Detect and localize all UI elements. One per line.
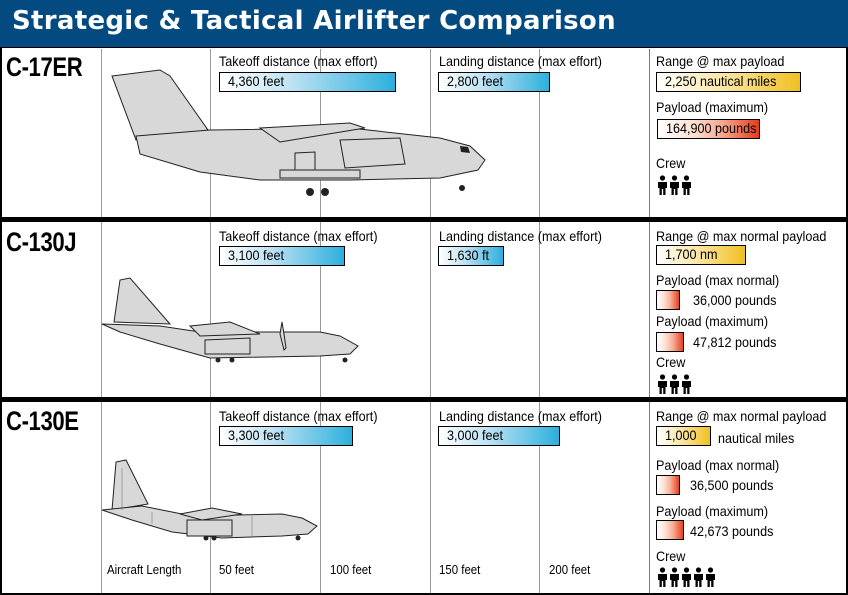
landing-label: Landing distance (max effort) [439,53,602,69]
takeoff-bar: 3,100 feet [219,246,345,266]
length-tick: 200 feet [549,562,591,577]
aircraft-name: C-130J [6,227,77,257]
payload-max-value: 47,812 pounds [693,334,777,350]
payload-normal-swatch [656,475,680,495]
person-icon [670,175,679,195]
takeoff-label: Takeoff distance (max effort) [219,408,378,424]
crew-label: Crew [656,548,686,564]
landing-value: 3,000 feet [447,427,504,443]
payload-max-label: Payload (maximum) [656,313,769,329]
payload-normal-label: Payload (max normal) [656,272,780,288]
grid-line-200ft [539,49,540,593]
landing-bar: 2,800 feet [438,72,550,92]
takeoff-value: 3,100 feet [228,247,285,263]
payload-normal-value: 36,500 pounds [690,477,774,493]
range-bar: 2,250 nautical miles [656,72,801,92]
takeoff-label: Takeoff distance (max effort) [219,228,378,244]
payload-max-label: Payload (maximum) [656,99,769,115]
takeoff-value: 3,300 feet [228,427,285,443]
grid-line-origin [101,49,102,593]
grid-line-50ft [210,49,211,593]
range-label: Range @ max normal payload [656,408,827,424]
c17-aircraft-icon [111,69,486,196]
range-value: 1,700 nm [665,246,718,262]
stats-column-divider [649,49,650,593]
range-label: Range @ max normal payload [656,228,827,244]
crew-icons [657,175,692,195]
length-scale-label: Aircraft Length [107,562,182,577]
person-icon [658,567,667,587]
person-icon [682,567,691,587]
range-value: 2,250 nautical miles [665,73,777,89]
payload-max-swatch [656,332,684,352]
page-title: Strategic & Tactical Airlifter Compariso… [12,6,616,36]
person-icon [694,567,703,587]
landing-label: Landing distance (max effort) [439,228,602,244]
range-bar: 1,000 [656,426,711,446]
aircraft-name: C-17ER [6,52,83,82]
landing-bar: 3,000 feet [438,426,560,446]
c130j-aircraft-icon [101,277,359,363]
range-bar: 1,700 nm [656,245,746,265]
crew-label: Crew [656,155,686,171]
payload-normal-label: Payload (max normal) [656,457,780,473]
takeoff-bar: 3,300 feet [219,426,353,446]
person-icon [658,374,667,394]
payload-max-bar: 164,900 pounds [657,119,760,139]
person-icon [658,175,667,195]
length-tick: 50 feet [219,562,254,577]
crew-icons [657,567,716,587]
range-label: Range @ max payload [656,53,785,69]
person-icon [682,374,691,394]
landing-value: 2,800 feet [447,73,504,89]
takeoff-label: Takeoff distance (max effort) [219,53,378,69]
section-divider [0,217,848,222]
payload-max-label: Payload (maximum) [656,503,769,519]
crew-icons [657,374,692,394]
payload-normal-swatch [656,290,680,310]
person-icon [670,567,679,587]
payload-max-value: 164,900 pounds [666,120,757,136]
landing-label: Landing distance (max effort) [439,408,602,424]
payload-max-value: 42,673 pounds [690,523,774,539]
range-value: 1,000 [665,427,697,443]
title-bar: Strategic & Tactical Airlifter Compariso… [0,0,848,48]
length-tick: 150 feet [439,562,481,577]
landing-value: 1,630 ft [447,247,490,263]
range-unit: nautical miles [718,430,795,446]
grid-line-100ft [320,49,321,593]
takeoff-value: 4,360 feet [228,73,285,89]
grid-line-150ft [430,49,431,593]
c130e-aircraft-icon [101,459,318,541]
aircraft-name: C-130E [6,406,79,436]
payload-normal-value: 36,000 pounds [693,292,777,308]
crew-label: Crew [656,354,686,370]
payload-max-swatch [656,520,684,540]
section-divider [0,397,848,402]
person-icon [670,374,679,394]
takeoff-bar: 4,360 feet [219,72,396,92]
length-tick: 100 feet [330,562,372,577]
person-icon [706,567,715,587]
landing-bar: 1,630 ft [438,246,504,266]
person-icon [682,175,691,195]
